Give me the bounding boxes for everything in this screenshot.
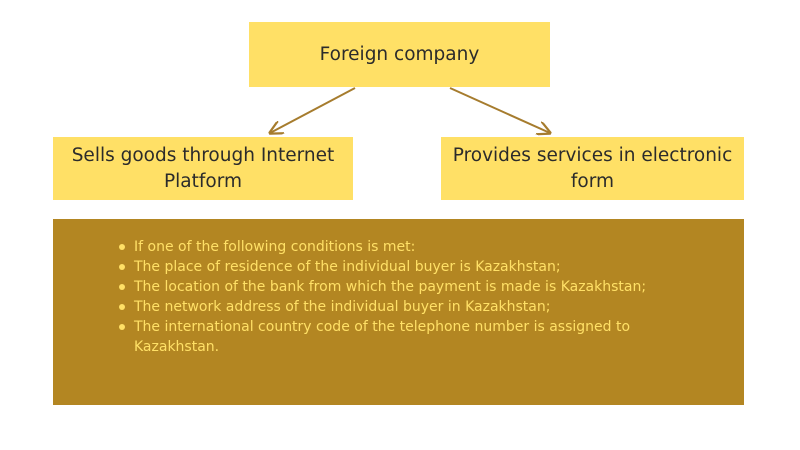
sells-goods-node: Sells goods through Internet Platform [53,137,353,200]
sells-goods-label: Sells goods through Internet Platform [71,144,335,192]
provides-services-label: Provides services in electronic form [452,144,733,192]
condition-item: The international country code of the te… [119,317,704,357]
foreign-company-node: Foreign company [249,22,550,87]
foreign-company-label: Foreign company [319,43,480,65]
conditions-panel: If one of the following conditions is me… [53,219,744,405]
condition-item: If one of the following conditions is me… [119,237,704,257]
condition-item: The location of the bank from which the … [119,277,704,297]
condition-item: The place of residence of the individual… [119,257,704,277]
condition-item: The network address of the individual bu… [119,297,704,317]
provides-services-node: Provides services in electronic form [441,137,744,200]
conditions-list: If one of the following conditions is me… [119,237,704,357]
arrow-to-right-branch [449,87,550,133]
arrow-to-left-branch [270,87,356,133]
